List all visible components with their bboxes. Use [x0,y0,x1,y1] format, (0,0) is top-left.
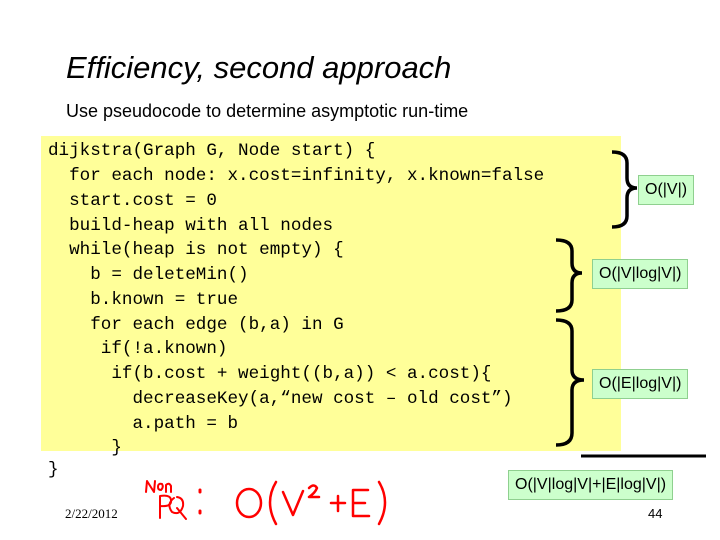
handwriting-bigo [235,480,387,526]
code-line: a.path = b [48,414,239,434]
bracket-edges [555,318,585,447]
code-line: b = deleteMin() [48,265,249,285]
code-line: dijkstra(Graph G, Node start) { [48,141,376,161]
complexity-label-deletemin: O(|V|log|V|) [592,259,689,289]
code-line: b.known = true [48,290,239,310]
pseudocode-box [41,136,621,451]
code-closing-brace: } [48,460,59,480]
complexity-label-total: O(|V|log|V|+|E|log|V|) [508,470,674,500]
complexity-label-init: O(|V|) [638,175,695,205]
bracket-init [611,150,638,229]
footer-date: 2/22/2012 [65,506,118,521]
complexity-label-edges: O(|E|log|V|) [592,369,689,399]
code-line: } [48,438,122,458]
slide-title: Efficiency, second approach [66,50,452,85]
bracket-deletemin [555,238,583,313]
code-line: start.cost = 0 [48,191,217,211]
code-line: while(heap is not empty) { [48,240,344,260]
code-line: for each node: x.cost=infinity, x.known=… [48,166,545,186]
code-line: for each edge (b,a) in G [48,315,344,335]
code-line: decreaseKey(a,“new cost – old cost”) [48,389,513,409]
code-line: if(b.cost + weight((b,a)) < a.cost){ [48,364,492,384]
slide-subtitle: Use pseudocode to determine asymptotic r… [66,101,469,121]
page-number: 44 [648,506,663,521]
handwriting-non-pq [145,480,202,520]
code-line: if(!a.known) [48,339,228,359]
code-line: build-heap with all nodes [48,216,334,236]
